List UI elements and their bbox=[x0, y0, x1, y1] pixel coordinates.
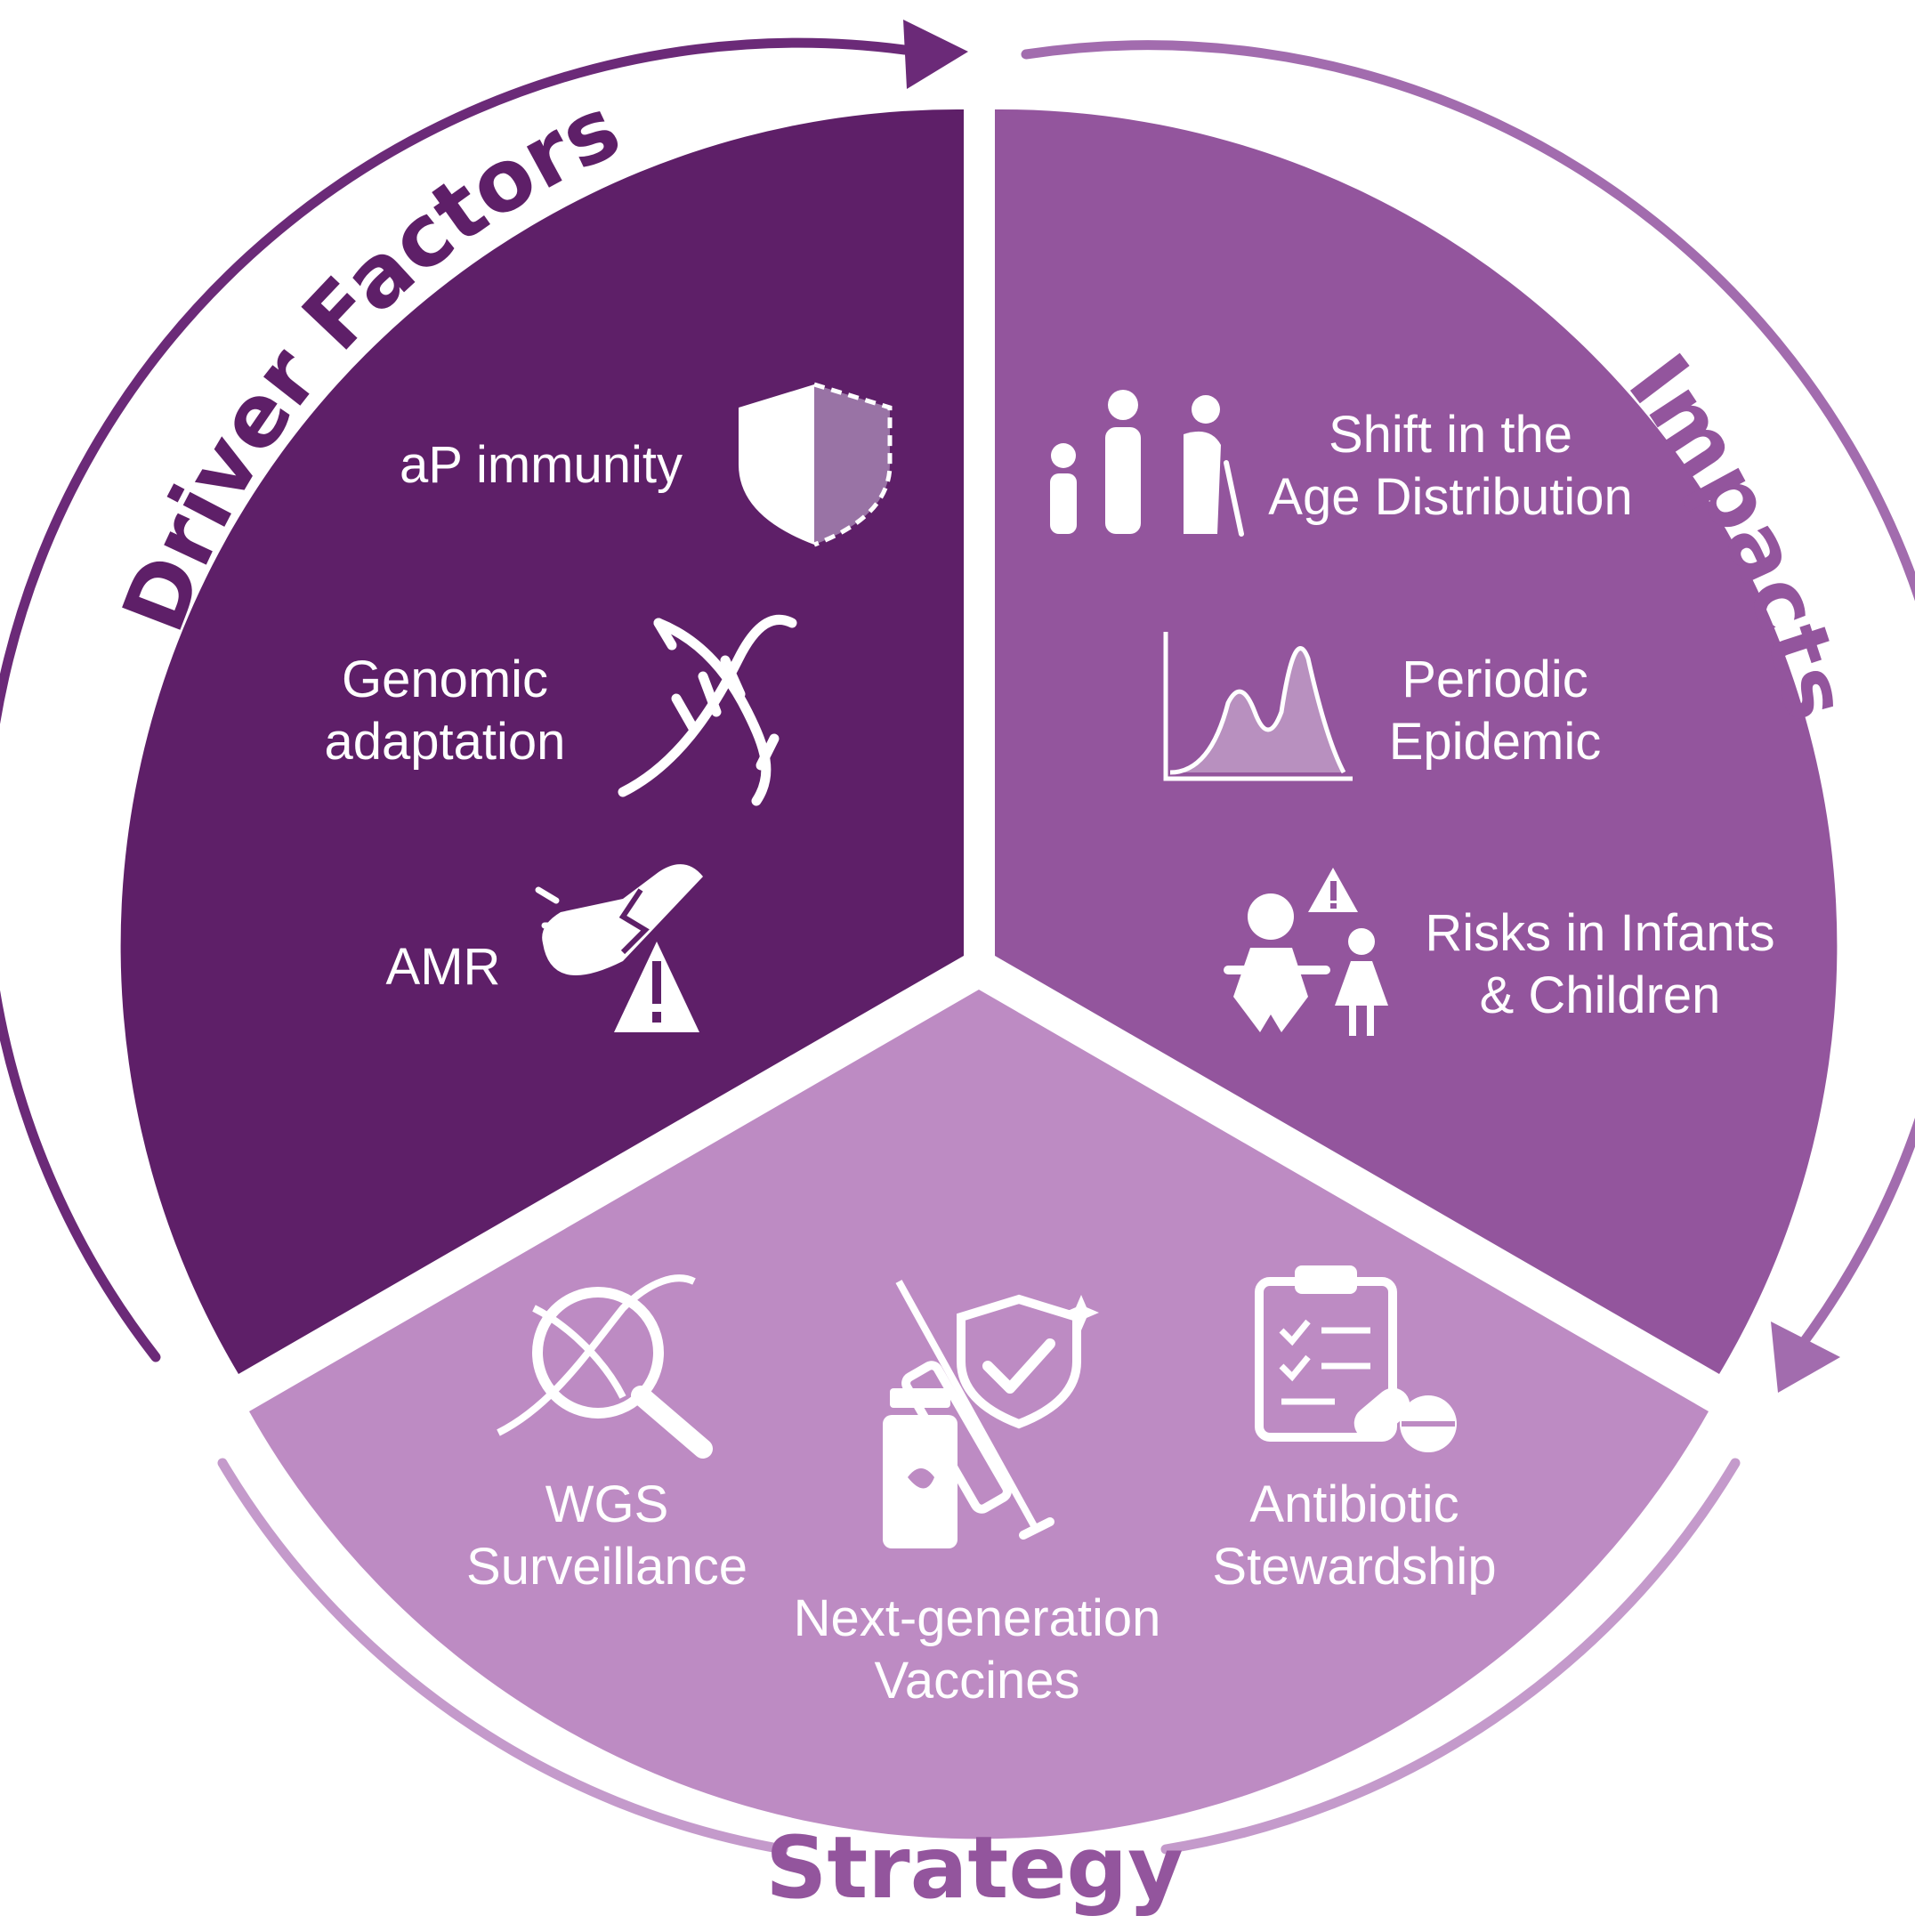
strategy-item-wgs-line1: WGS bbox=[545, 1475, 669, 1533]
impacts-ring-arc bbox=[1021, 40, 1915, 1358]
outer-ring bbox=[0, 20, 1915, 1855]
strategy-item-stewardship-line1: Antibiotic bbox=[1249, 1475, 1458, 1533]
strategy-title: Strategy bbox=[765, 1818, 1183, 1918]
strategy-ring-arc-right bbox=[1160, 1458, 1741, 1855]
dna-magnifier-icon bbox=[497, 1274, 713, 1459]
impacts-item-periodic-line1: Periodic bbox=[1402, 651, 1588, 708]
impacts-item-shift-line2: Age Distribution bbox=[1268, 468, 1632, 526]
strategy-item-vaccines-line2: Vaccines bbox=[874, 1652, 1079, 1710]
impacts-ring-arrowhead bbox=[1771, 1322, 1840, 1393]
vaccine-shield-icon bbox=[883, 1280, 1099, 1548]
broken-pill-warning-icon bbox=[535, 864, 703, 1032]
infant-child-warning-icon bbox=[1224, 868, 1388, 1036]
strategy-item-vaccines-line1: Next-generation bbox=[794, 1589, 1161, 1647]
epidemic-curve-icon bbox=[1163, 632, 1353, 781]
age-group-icon bbox=[1050, 390, 1244, 537]
impacts-item-periodic-line2: Epidemic bbox=[1389, 713, 1602, 771]
clipboard-pills-icon bbox=[1255, 1265, 1457, 1452]
drivers-item-aP-immunity: aP immunity bbox=[400, 436, 683, 494]
strategy-items: WGS Surveillance Next-generation Vaccine… bbox=[466, 1265, 1497, 1710]
impacts-segment bbox=[995, 109, 1838, 1374]
shield-icon bbox=[739, 382, 893, 547]
strategy-ring-arc-left bbox=[217, 1458, 788, 1855]
impacts-item-risks-line1: Risks in Infants bbox=[1425, 904, 1774, 962]
strategy-segment bbox=[249, 990, 1709, 1839]
drivers-ring-arc bbox=[0, 37, 940, 1362]
drivers-item-genomic-line1: Genomic bbox=[342, 651, 548, 708]
drivers-ring-arrowhead bbox=[903, 20, 968, 89]
impacts-item-shift-line1: Shift in the bbox=[1329, 406, 1572, 464]
strategy-item-stewardship-line2: Stewardship bbox=[1212, 1538, 1496, 1596]
drivers-item-genomic-line2: adaptation bbox=[325, 713, 566, 771]
impacts-items: Shift in the Age Distribution Periodic E… bbox=[1050, 390, 1775, 1036]
drivers-item-AMR: AMR bbox=[386, 938, 501, 996]
impacts-item-risks-line2: & Children bbox=[1480, 966, 1721, 1024]
dna-icon bbox=[618, 614, 797, 806]
drivers-items: aP immunity Genomic adaptation AMR bbox=[325, 382, 893, 1032]
strategy-item-wgs-line2: Surveillance bbox=[466, 1538, 747, 1596]
